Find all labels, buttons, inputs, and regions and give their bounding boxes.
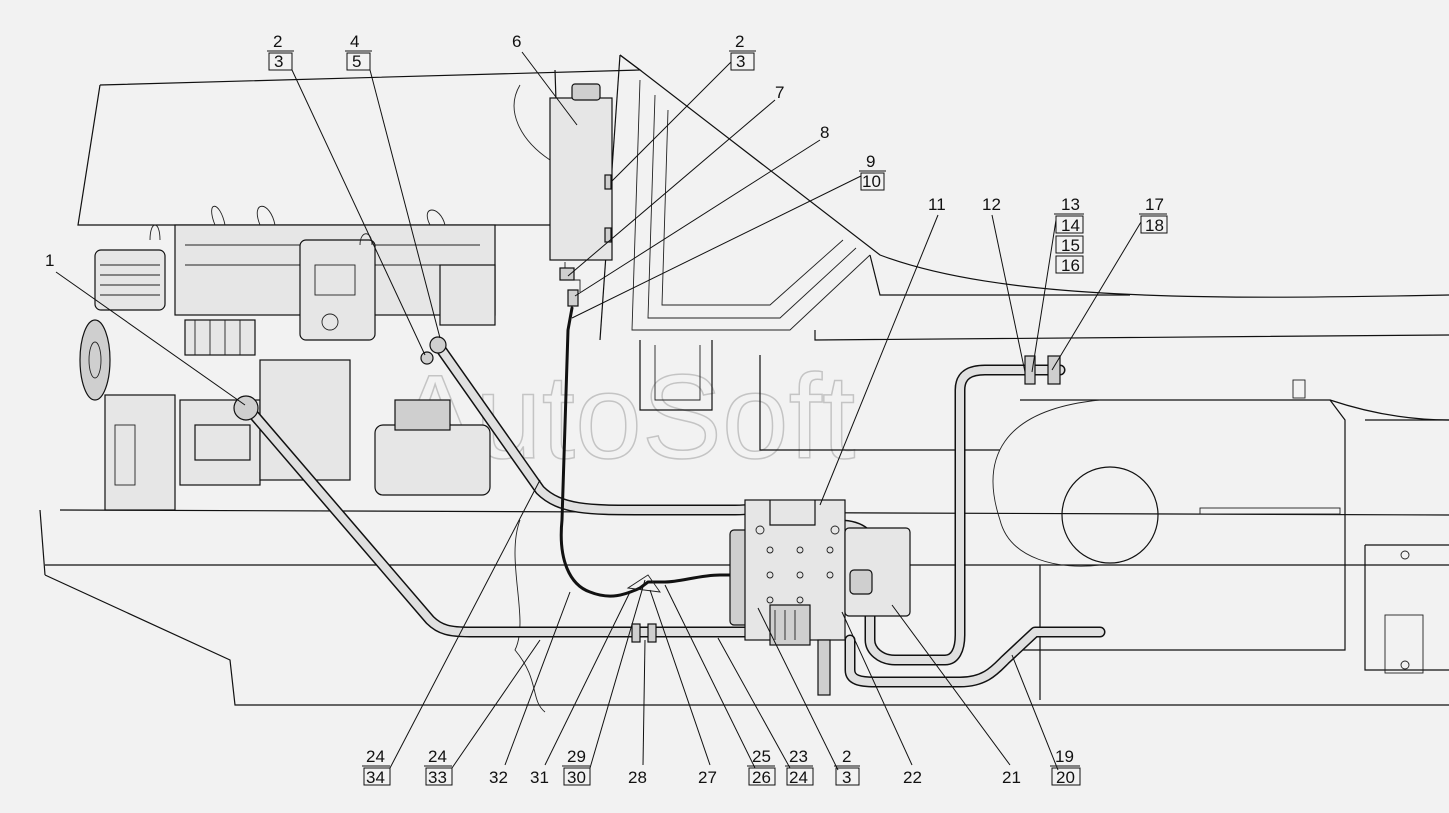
step-plate (1384, 614, 1424, 674)
callout-label: 8 (820, 123, 829, 142)
callout-17-18: 17 18 (1051, 195, 1168, 371)
callout-label: 2 (842, 747, 851, 766)
callout-label: 19 (1055, 747, 1074, 766)
heater-control-box (769, 604, 811, 646)
callout-7: 7 (567, 83, 784, 277)
callout-label: 24 (428, 747, 447, 766)
callout-label: 9 (866, 152, 875, 171)
callout-label: 12 (982, 195, 1001, 214)
crankcase-section (259, 359, 351, 481)
callout-label: 15 (1061, 236, 1080, 255)
callout-4-5: 4 5 (345, 32, 441, 339)
callout-2-3-bottom: 2 3 (757, 607, 860, 787)
callout-28: 28 (628, 639, 647, 787)
callout-label: 24 (366, 747, 385, 766)
callout-label: 5 (352, 52, 361, 71)
callout-label: 33 (428, 768, 447, 787)
callout-22: 22 (841, 611, 922, 787)
callout-11: 11 (819, 195, 946, 506)
callout-label: 2 (735, 32, 744, 51)
callout-2-3-top-left: 2 3 (267, 32, 426, 356)
starter-motor (374, 424, 491, 496)
callout-label: 28 (628, 768, 647, 787)
callout-label: 22 (903, 768, 922, 787)
callout-label: 23 (789, 747, 808, 766)
callout-label: 25 (752, 747, 771, 766)
callout-21: 21 (891, 604, 1021, 787)
callout-label: 32 (489, 768, 508, 787)
callout-19-20: 19 20 (1011, 654, 1081, 787)
callout-label: 3 (274, 52, 283, 71)
callout-2-3-top-right: 2 3 (610, 32, 756, 183)
air-compressor (94, 249, 166, 311)
callout-12: 12 (982, 195, 1026, 373)
callout-label: 4 (350, 32, 359, 51)
callout-label: 3 (842, 768, 851, 787)
callout-label: 10 (862, 172, 881, 191)
callout-8: 8 (574, 123, 829, 297)
fuel-tank-cap-circle (1061, 466, 1159, 564)
callout-31: 31 (530, 591, 631, 787)
callout-label: 20 (1056, 768, 1075, 787)
callout-label: 17 (1145, 195, 1164, 214)
callout-label: 34 (366, 768, 385, 787)
callout-label: 29 (567, 747, 586, 766)
engine-inlet-fitting (429, 336, 447, 354)
callout-6: 6 (512, 32, 578, 126)
callout-label: 26 (752, 768, 771, 787)
callout-label: 6 (512, 32, 521, 51)
callout-29-30: 29 30 (562, 579, 646, 787)
callout-label: 18 (1145, 216, 1164, 235)
coolant-pipes (242, 339, 1106, 688)
callout-27: 27 (649, 589, 717, 787)
callout-label: 31 (530, 768, 549, 787)
fuel-line-system (549, 83, 742, 598)
heater-unit (729, 499, 911, 696)
hose-clamp-17 (1047, 355, 1061, 385)
callout-label: 27 (698, 768, 717, 787)
pipe-coupling-28 (631, 623, 641, 643)
injector-block (184, 319, 256, 356)
callout-label: 21 (1002, 768, 1021, 787)
callout-label: 2 (273, 32, 282, 51)
callout-label: 24 (789, 768, 808, 787)
fuel-filter-housing (439, 264, 496, 326)
callout-24-33: 24 33 (424, 639, 541, 787)
callout-23-24: 23 24 (717, 637, 814, 787)
callout-label: 30 (567, 768, 586, 787)
callout-label: 7 (775, 83, 784, 102)
callout-25-26: 25 26 (664, 584, 776, 787)
callout-label: 16 (1061, 256, 1080, 275)
callout-24-34: 24 34 (362, 479, 541, 787)
callout-label: 1 (45, 251, 54, 270)
callout-label: 11 (928, 195, 946, 214)
callout-13-16: 13 14 15 16 (1031, 195, 1084, 373)
callout-label: 13 (1061, 195, 1080, 214)
callout-label: 14 (1061, 216, 1080, 235)
callout-32: 32 (489, 591, 571, 787)
callout-label: 3 (736, 52, 745, 71)
fan-pulley (79, 319, 111, 401)
callout-1: 1 (45, 251, 246, 406)
fuel-tank-6 (549, 97, 613, 261)
callout-9-10: 9 10 (571, 152, 886, 319)
engine-front-cover (104, 394, 176, 511)
